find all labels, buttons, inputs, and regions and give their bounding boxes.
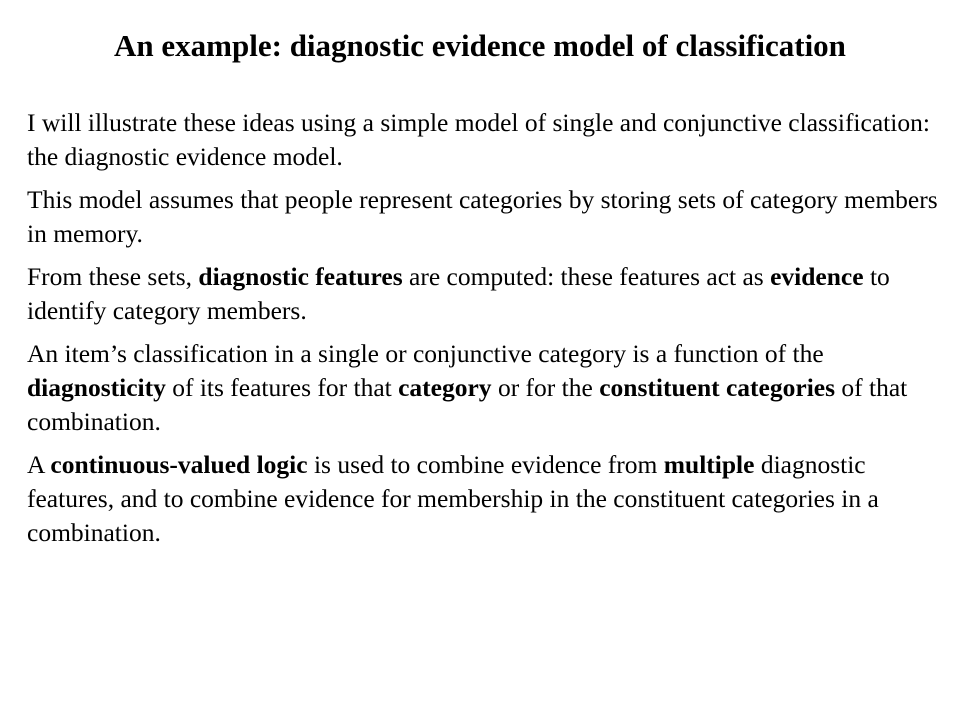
- bold-term: category: [398, 373, 492, 402]
- bold-term: continuous-valued logic: [50, 450, 308, 479]
- slide-title: An example: diagnostic evidence model of…: [114, 28, 846, 63]
- text-run: This model assumes that people represent…: [27, 185, 938, 248]
- bold-term: multiple: [663, 450, 755, 479]
- paragraph-4: An item’s classification in a single or …: [27, 337, 942, 439]
- text-run: or for the: [491, 373, 600, 402]
- text-run: of that combination.: [27, 373, 908, 436]
- text-run: to identify category members.: [27, 262, 890, 325]
- paragraph-1: I will illustrate these ideas using a si…: [27, 106, 942, 174]
- text-run: are computed: these features act as: [402, 262, 771, 291]
- bold-term: diagnostic features: [198, 262, 403, 291]
- text-run: diagnostic features, and to combine evid…: [27, 450, 879, 547]
- text-run: of its features for that: [165, 373, 399, 402]
- text-run: is used to combine evidence from: [307, 450, 664, 479]
- paragraph-5: A continuous-valued logic is used to com…: [27, 448, 942, 550]
- bold-term: constituent categories: [599, 373, 836, 402]
- text-run: An item’s classification in a single or …: [27, 339, 824, 368]
- bold-term: evidence: [770, 262, 864, 291]
- text-run: A: [27, 450, 51, 479]
- text-run: From these sets,: [27, 262, 199, 291]
- paragraph-3: From these sets, diagnostic features are…: [27, 260, 942, 328]
- bold-term: diagnosticity: [27, 373, 166, 402]
- text-run: I will illustrate these ideas using a si…: [27, 108, 930, 171]
- slide-body: I will illustrate these ideas using a si…: [27, 106, 942, 559]
- paragraph-2: This model assumes that people represent…: [27, 183, 942, 251]
